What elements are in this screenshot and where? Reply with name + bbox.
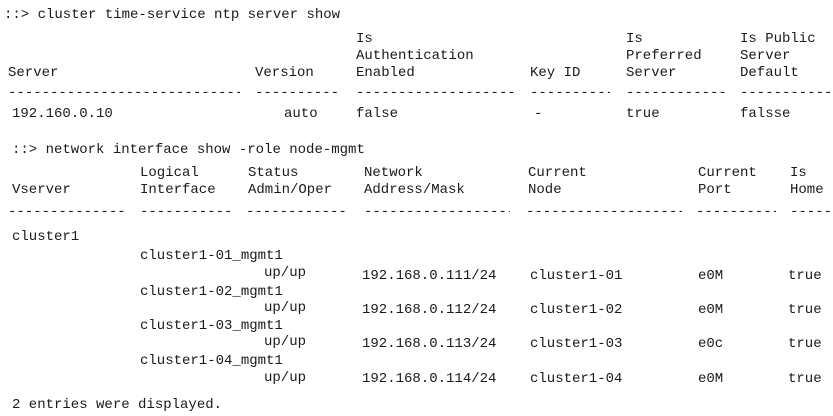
ntp-header-pref-1: Is [626,31,643,47]
if-cell-node: cluster1-03 [530,336,623,352]
if-header-status-1: Status [248,165,299,181]
if-separator-addr: ------------------ [364,204,510,220]
if-cell-status: up/up [264,334,307,350]
if-cell-addr: 192.168.0.114/24 [362,371,497,387]
if-cell-status: up/up [264,300,307,316]
ntp-header-auth-3: Enabled [356,65,415,81]
if-cell-port: e0c [698,336,724,352]
if-cell-node: cluster1-01 [530,268,623,284]
ntp-separator-auth: ------------------- [356,85,516,101]
ntp-header-pref-2: Preferred [626,48,702,64]
ntp-cell-server: 192.160.0.10 [12,106,113,122]
if-cell-addr: 192.168.0.112/24 [362,302,497,318]
if-cell-lif: cluster1-02_mgmt1 [140,284,283,300]
if-cell-port: e0M [698,268,724,284]
if-cell-home: true [788,336,822,352]
if-header-addr-2: Address/Mask [364,182,465,198]
if-cell-home: true [788,371,822,387]
if-header-port-1: Current [698,165,757,181]
if-cell-node: cluster1-04 [530,371,623,387]
ntp-cell-version: auto [284,106,318,122]
ntp-header-pub-1: Is Public [740,31,816,47]
ntp-header-pref-3: Server [626,65,677,81]
ntp-cell-pub: falsse [740,106,791,122]
if-header-lif-2: Interface [140,182,216,198]
ntp-separator-server: ---------------------------- [8,85,240,101]
ntp-separator-pub: ------------ [740,85,830,101]
if-cell-port: e0M [698,371,724,387]
ntp-separator-pref: ------------- [626,85,728,101]
ntp-header-pub-3: Default [740,65,799,81]
if-header-node-1: Current [528,165,587,181]
if-cell-addr: 192.168.0.113/24 [362,336,497,352]
entries-count-message: 2 entries were displayed. [12,397,223,413]
if-header-node-2: Node [528,182,562,198]
if-header-home-1: Is [790,165,807,181]
if-separator-vserver: -------------- [8,204,124,220]
if-cell-home: true [788,268,822,284]
if-header-status-2: Admin/Oper [248,182,333,198]
if-cell-lif: cluster1-04_mgmt1 [140,353,283,369]
if-vserver-name: cluster1 [12,229,80,245]
if-cell-status: up/up [264,265,307,281]
if-header-port-2: Port [698,182,732,198]
if-header-addr-1: Network [364,165,423,181]
if-header-lif-1: Logical [140,165,199,181]
ntp-header-auth-1: Is [356,31,373,47]
if-header-home-2: Home [790,182,824,198]
ntp-header-pub-2: Server [740,48,791,64]
ntp-separator-key-id: ---------- [530,85,610,101]
if-separator-lif: ----------- [140,204,232,220]
ntp-header-key-id: Key ID [530,65,581,81]
if-cell-lif: cluster1-01_mgmt1 [140,248,283,264]
if-cell-home: true [788,302,822,318]
ntp-cell-key-id: - [534,106,543,122]
ntp-cell-pref: true [626,106,660,122]
interface-command-line: ::> network interface show -role node-mg… [12,142,365,158]
ntp-header-version: Version [255,65,314,81]
if-header-vserver: Vserver [12,182,71,198]
if-cell-lif: cluster1-03_mgmt1 [140,318,283,334]
if-cell-status: up/up [264,370,307,386]
if-separator-port: ---------- [696,204,776,220]
ntp-command-line: ::> cluster time-service ntp server show [4,7,341,23]
if-cell-node: cluster1-02 [530,302,623,318]
if-separator-node: ------------------- [526,204,682,220]
ntp-header-server: Server [8,65,59,81]
ntp-cell-auth: false [356,106,399,122]
if-separator-status: ------------ [246,204,346,220]
if-cell-addr: 192.168.0.111/24 [362,268,497,284]
ntp-separator-version: ----------- [255,85,341,101]
ntp-header-auth-2: Authentication [356,48,474,64]
if-cell-port: e0M [698,302,724,318]
if-separator-home: ------ [790,204,830,220]
